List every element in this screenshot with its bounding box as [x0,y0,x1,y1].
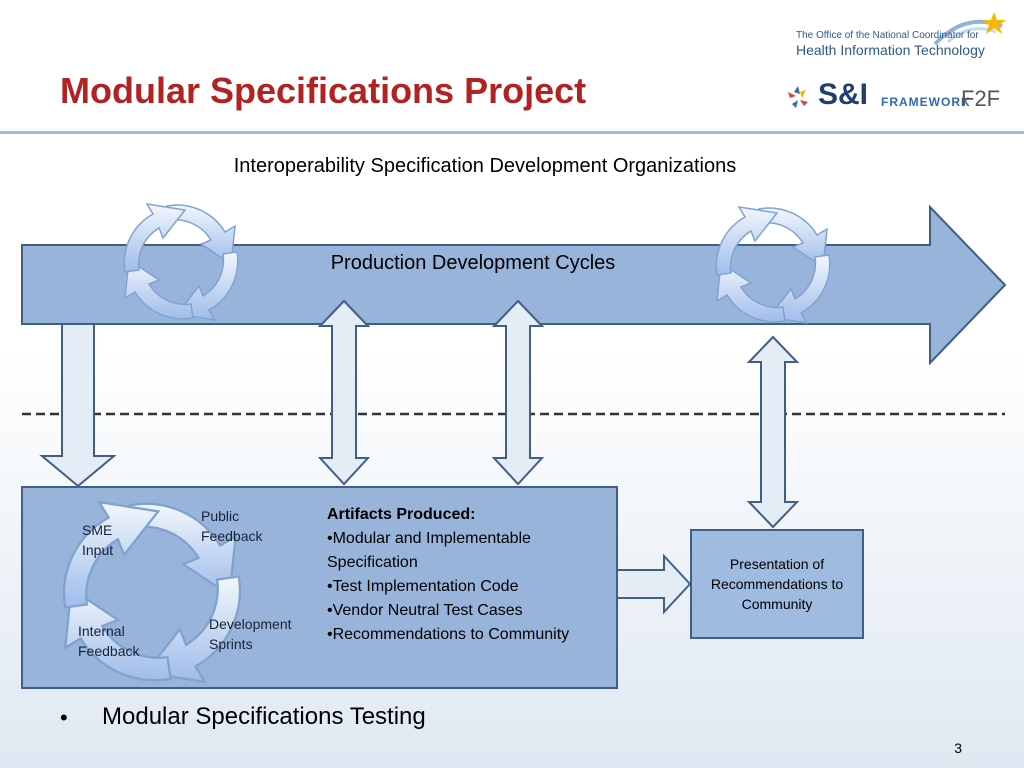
artifact-item: •Modular and Implementable Specification [327,530,531,571]
artifact-item: •Vendor Neutral Test Cases [327,602,523,619]
artifacts-list: Artifacts Produced: •Modular and Impleme… [327,503,607,647]
title-divider [0,131,790,134]
presentation-box-label: Presentation of Recommendations to Commu… [710,556,844,612]
si-sparkle-icon [788,86,808,108]
si-logo-f2f: F2F [961,86,1001,111]
production-cycles-label: Production Development Cycles [330,252,616,274]
production-arrow [21,204,1007,366]
down-arrow [39,323,117,488]
onc-logo-line2: Health Information Technology [796,42,985,58]
page-number: 3 [954,740,962,756]
page-title: Modular Specifications Project [60,70,587,111]
bullet-marker: • [60,705,68,730]
artifacts-heading: Artifacts Produced: [327,506,476,523]
onc-swoosh-logo [933,12,1006,46]
title-divider-right [790,131,1024,134]
artifact-item: •Recommendations to Community [327,626,570,643]
internal-feedback-label: Internal Feedback [78,623,140,659]
double-arrow-1 [317,299,371,486]
double-arrow-3 [746,335,800,529]
si-logo-text: S&I [818,78,869,111]
public-feedback-label: Public Feedback [201,508,263,544]
artifact-item: •Test Implementation Code [327,578,519,595]
bullet-text: Modular Specifications Testing [102,703,426,730]
right-arrow [616,553,692,615]
si-logo-framework: FRAMEWORK [881,95,971,109]
organizations-label: Interoperability Specification Developme… [233,155,737,177]
onc-logo-line1: The Office of the National Coordinator f… [796,30,979,41]
presentation-box: Presentation of Recommendations to Commu… [690,529,864,639]
development-sprints-label: Development Sprints [209,616,292,652]
double-arrow-2 [491,299,545,486]
sme-input-label: SME Input [82,522,114,558]
